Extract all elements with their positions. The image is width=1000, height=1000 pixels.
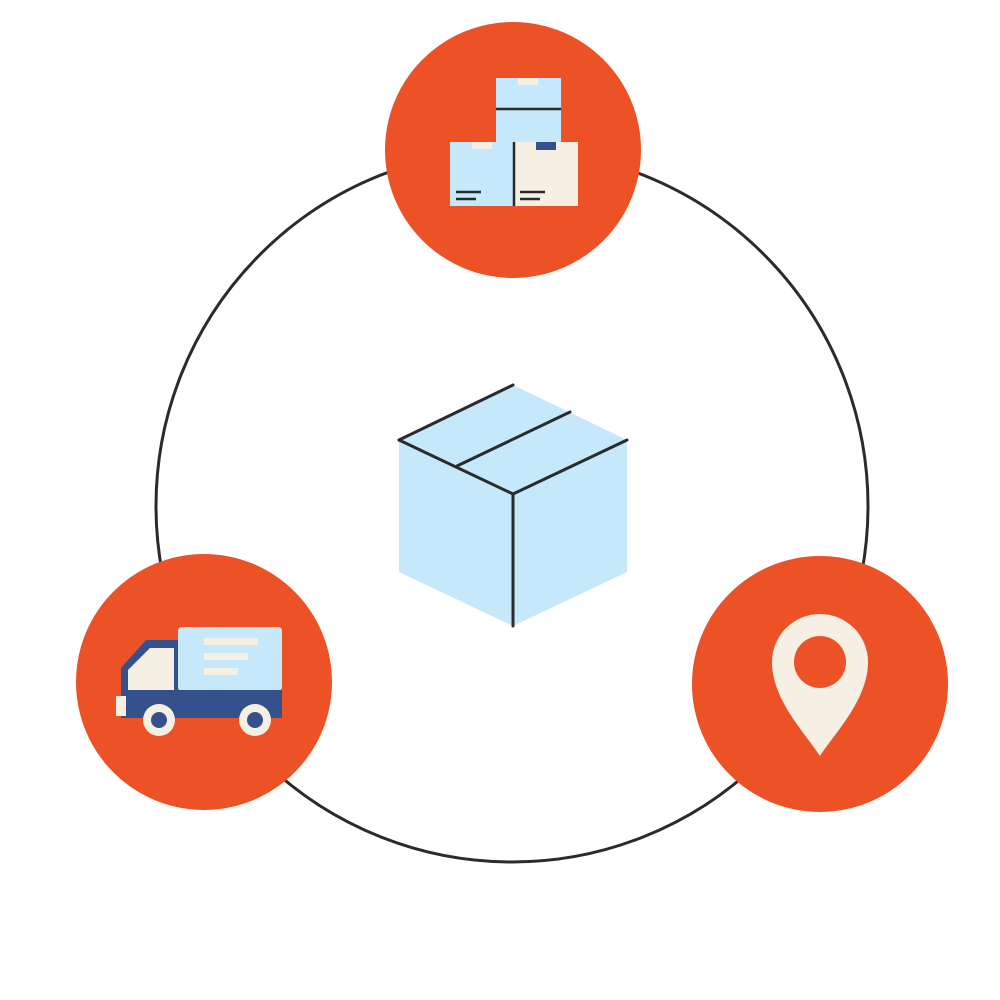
node-warehouse xyxy=(385,22,641,278)
location-pin-icon xyxy=(772,614,868,756)
node-delivery xyxy=(76,554,332,810)
delivery-truck-icon xyxy=(116,627,282,736)
package-box-icon xyxy=(397,383,629,628)
stacked-boxes-icon xyxy=(450,78,578,206)
node-location xyxy=(692,556,948,812)
